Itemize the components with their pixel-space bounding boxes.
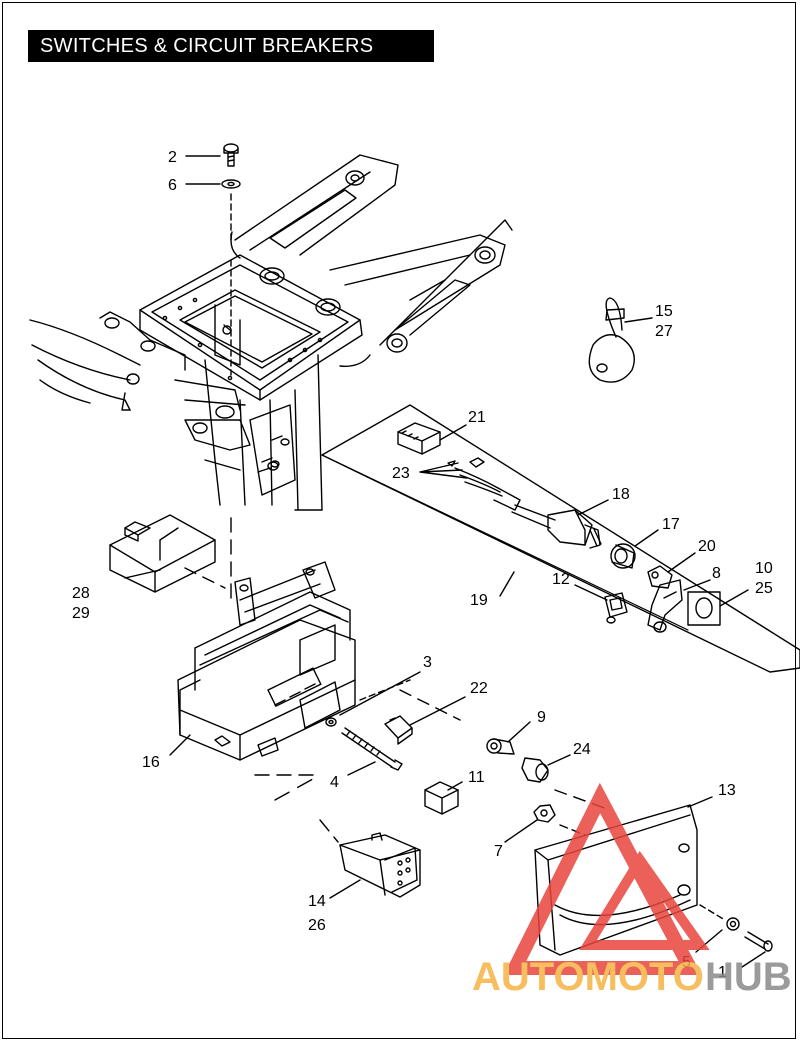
fuse-22 xyxy=(384,715,413,745)
wires-23 xyxy=(447,457,521,511)
callout-17: 17 xyxy=(662,516,680,533)
callout-13: 13 xyxy=(718,782,736,799)
fuse-block-16 xyxy=(177,561,356,761)
watermark-text-hub: HUB xyxy=(705,955,792,999)
callout-28: 28 xyxy=(72,585,90,602)
bushing-24 xyxy=(521,757,549,783)
switch-20 xyxy=(647,565,673,589)
bracket-8 xyxy=(647,579,683,633)
washer-5 xyxy=(726,917,740,931)
callout-24: 24 xyxy=(573,741,591,758)
callout-23: 23 xyxy=(392,465,410,482)
nut-7 xyxy=(533,804,556,823)
connector-21 xyxy=(397,422,441,455)
switch-18 xyxy=(511,504,602,549)
key-tag-15-27 xyxy=(588,297,635,383)
callout-4: 4 xyxy=(330,774,339,791)
watermark-logo: AUTOMOTO HUB xyxy=(472,782,792,999)
callout-11: 11 xyxy=(468,769,485,786)
relay-11 xyxy=(424,781,459,815)
circuit-breaker-28-29 xyxy=(109,514,216,593)
washer-3 xyxy=(325,717,337,727)
frame-assembly xyxy=(29,154,513,511)
callout-29: 29 xyxy=(72,605,90,622)
watermark-triangle-outer xyxy=(503,782,702,975)
callout-6: 6 xyxy=(168,177,177,194)
module-14-26 xyxy=(339,832,421,898)
nut-17 xyxy=(610,543,636,569)
callout-9: 9 xyxy=(537,709,546,726)
callout-14: 14 xyxy=(308,893,326,910)
callout-labels: 2 6 15 27 21 23 18 17 20 10 25 12 8 19 2… xyxy=(72,149,773,981)
callout-18: 18 xyxy=(612,486,630,503)
gasket-10-25 xyxy=(687,591,721,626)
switch-12 xyxy=(604,592,628,624)
washer-6 xyxy=(221,179,241,189)
callout-12: 12 xyxy=(552,571,570,588)
grommet-9 xyxy=(486,738,515,755)
callout-10: 10 xyxy=(755,560,773,577)
callout-2: 2 xyxy=(168,149,177,166)
callout-21: 21 xyxy=(468,409,486,426)
page-title: SWITCHES & CIRCUIT BREAKERS xyxy=(28,30,434,62)
callout-1: 1 xyxy=(718,964,727,981)
callout-20: 20 xyxy=(698,538,716,555)
callout-7: 7 xyxy=(494,843,503,860)
watermark-triangle-inner xyxy=(579,850,710,950)
callout-16: 16 xyxy=(142,754,160,771)
callout-27: 27 xyxy=(655,323,673,340)
callout-26: 26 xyxy=(308,917,326,934)
callout-15: 15 xyxy=(655,303,673,320)
screw-2 xyxy=(223,143,239,167)
callout-22: 22 xyxy=(470,680,488,697)
callout-3: 3 xyxy=(423,654,432,671)
callout-25: 25 xyxy=(755,580,773,597)
callout-8: 8 xyxy=(712,565,721,582)
screw-1 xyxy=(744,931,773,952)
watermark-text-automoto: AUTOMOTO xyxy=(472,955,704,999)
bolt-4 xyxy=(341,727,403,771)
callout-19: 19 xyxy=(470,592,488,609)
